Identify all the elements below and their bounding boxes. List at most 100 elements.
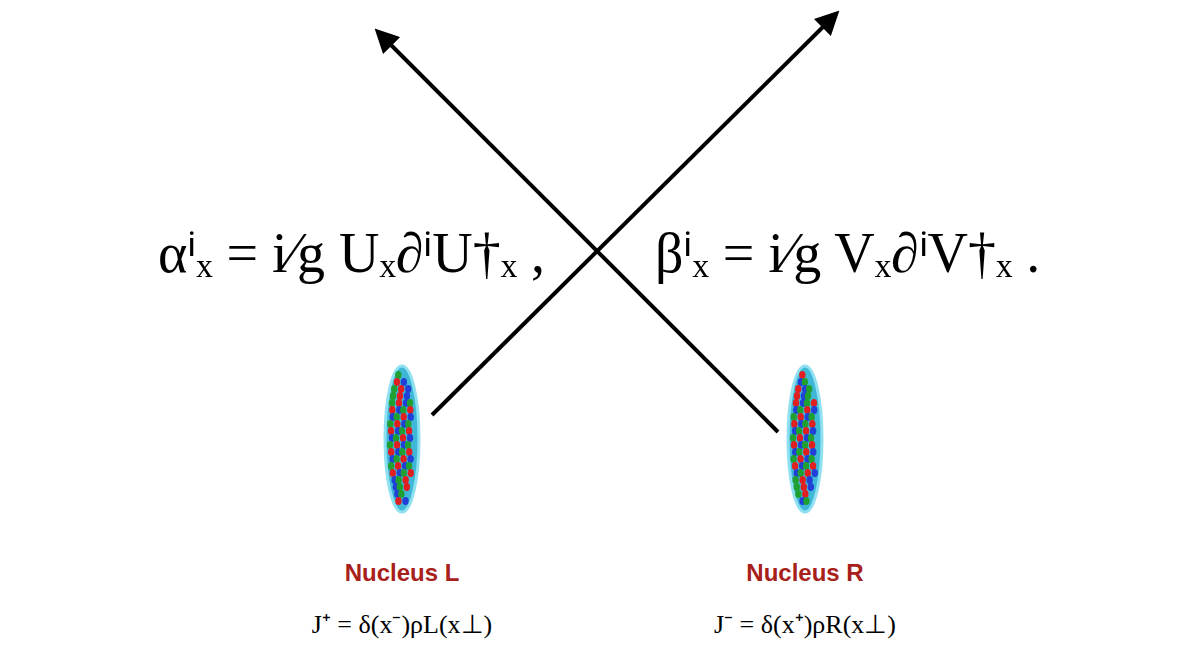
parton-dot	[406, 448, 412, 456]
parton-dot	[396, 399, 402, 407]
parton-dot	[796, 427, 802, 435]
parton-dot	[388, 462, 394, 470]
parton-dot	[406, 462, 412, 470]
parton-dot	[391, 385, 397, 393]
parton-dot	[803, 462, 809, 470]
parton-dot	[401, 378, 407, 386]
parton-dot	[407, 434, 413, 442]
parton-dot	[795, 490, 801, 498]
parton-dot	[799, 371, 805, 379]
parton-dot	[404, 483, 410, 491]
parton-dot	[790, 455, 796, 463]
parton-dot	[791, 420, 797, 428]
parton-dot	[790, 434, 796, 442]
parton-dot	[407, 406, 413, 414]
parton-dot	[394, 413, 400, 421]
parton-dot	[798, 469, 804, 477]
parton-dot	[400, 434, 406, 442]
parton-dot	[805, 469, 811, 477]
parton-dot	[808, 483, 814, 491]
parton-dot	[805, 392, 811, 400]
parton-dot	[407, 399, 413, 407]
trajectory-arrow	[432, 14, 836, 415]
parton-dot	[389, 399, 395, 407]
parton-dot	[405, 441, 411, 449]
parton-dot	[398, 385, 404, 393]
nucleus: Nucleus L J⁺ = δ(x⁻)ρL(x⊥)	[312, 363, 493, 641]
parton-dot	[809, 441, 815, 449]
current-formula: J⁻ = δ(x⁺)ρR(x⊥)	[714, 605, 896, 641]
nucleus-disk	[380, 363, 424, 515]
parton-dot	[808, 455, 814, 463]
parton-dot	[408, 413, 414, 421]
parton-dot	[804, 399, 810, 407]
parton-dot	[395, 371, 401, 379]
parton-dot	[803, 448, 809, 456]
parton-dot	[797, 455, 803, 463]
parton-dot	[393, 455, 399, 463]
parton-dot	[811, 399, 817, 407]
nucleus-name: Nucleus R	[746, 559, 863, 587]
parton-dot	[810, 427, 816, 435]
parton-dot	[389, 406, 395, 414]
parton-dot	[394, 378, 400, 386]
parton-dot	[801, 483, 807, 491]
parton-dot	[806, 385, 812, 393]
parton-dot	[792, 462, 798, 470]
parton-dot	[393, 434, 399, 442]
parton-dot	[408, 469, 414, 477]
parton-dot	[799, 476, 805, 484]
parton-dot	[407, 455, 413, 463]
parton-dot	[796, 448, 802, 456]
parton-dot	[808, 413, 814, 421]
parton-dot	[390, 392, 396, 400]
parton-dot	[797, 413, 803, 421]
parton-dot	[802, 420, 808, 428]
nucleus-name: Nucleus L	[345, 559, 460, 587]
parton-dot	[792, 476, 798, 484]
parton-dot	[397, 392, 403, 400]
parton-dot	[394, 420, 400, 428]
parton-dot	[400, 406, 406, 414]
parton-dot	[791, 441, 797, 449]
parton-dot	[402, 497, 408, 505]
parton-dot	[395, 462, 401, 470]
parton-dot	[797, 434, 803, 442]
current-formula: J⁺ = δ(x⁻)ρL(x⊥)	[312, 605, 493, 641]
parton-dot	[808, 434, 814, 442]
parton-dot	[405, 420, 411, 428]
parton-dot	[790, 413, 796, 421]
parton-dot	[809, 420, 815, 428]
parton-dot	[395, 476, 401, 484]
parton-dot	[803, 497, 809, 505]
parton-dot	[802, 441, 808, 449]
parton-dot	[793, 399, 799, 407]
parton-dot	[401, 469, 407, 477]
parton-dot	[812, 469, 818, 477]
parton-dot	[398, 490, 404, 498]
parton-dot	[810, 462, 816, 470]
parton-dot	[804, 406, 810, 414]
parton-dot	[388, 427, 394, 435]
parton-dot	[390, 469, 396, 477]
parton-dot	[810, 448, 816, 456]
parton-dot	[406, 427, 412, 435]
parton-dot	[394, 441, 400, 449]
nucleus: Nucleus R J⁻ = δ(x⁺)ρR(x⊥)	[714, 363, 896, 641]
parton-dot	[794, 392, 800, 400]
parton-dot	[401, 413, 407, 421]
parton-dot	[802, 378, 808, 386]
nucleus-outline	[385, 366, 419, 512]
parton-dot	[387, 441, 393, 449]
field-formula: αⁱₓ = i⁄g Uₓ∂ⁱU†ₓ ,	[158, 212, 545, 288]
parton-dot	[795, 385, 801, 393]
parton-dot	[405, 385, 411, 393]
parton-dot	[802, 490, 808, 498]
parton-dot	[388, 448, 394, 456]
parton-dot	[797, 406, 803, 414]
parton-dot	[397, 483, 403, 491]
parton-dot	[794, 483, 800, 491]
nucleus-disk	[783, 363, 827, 515]
